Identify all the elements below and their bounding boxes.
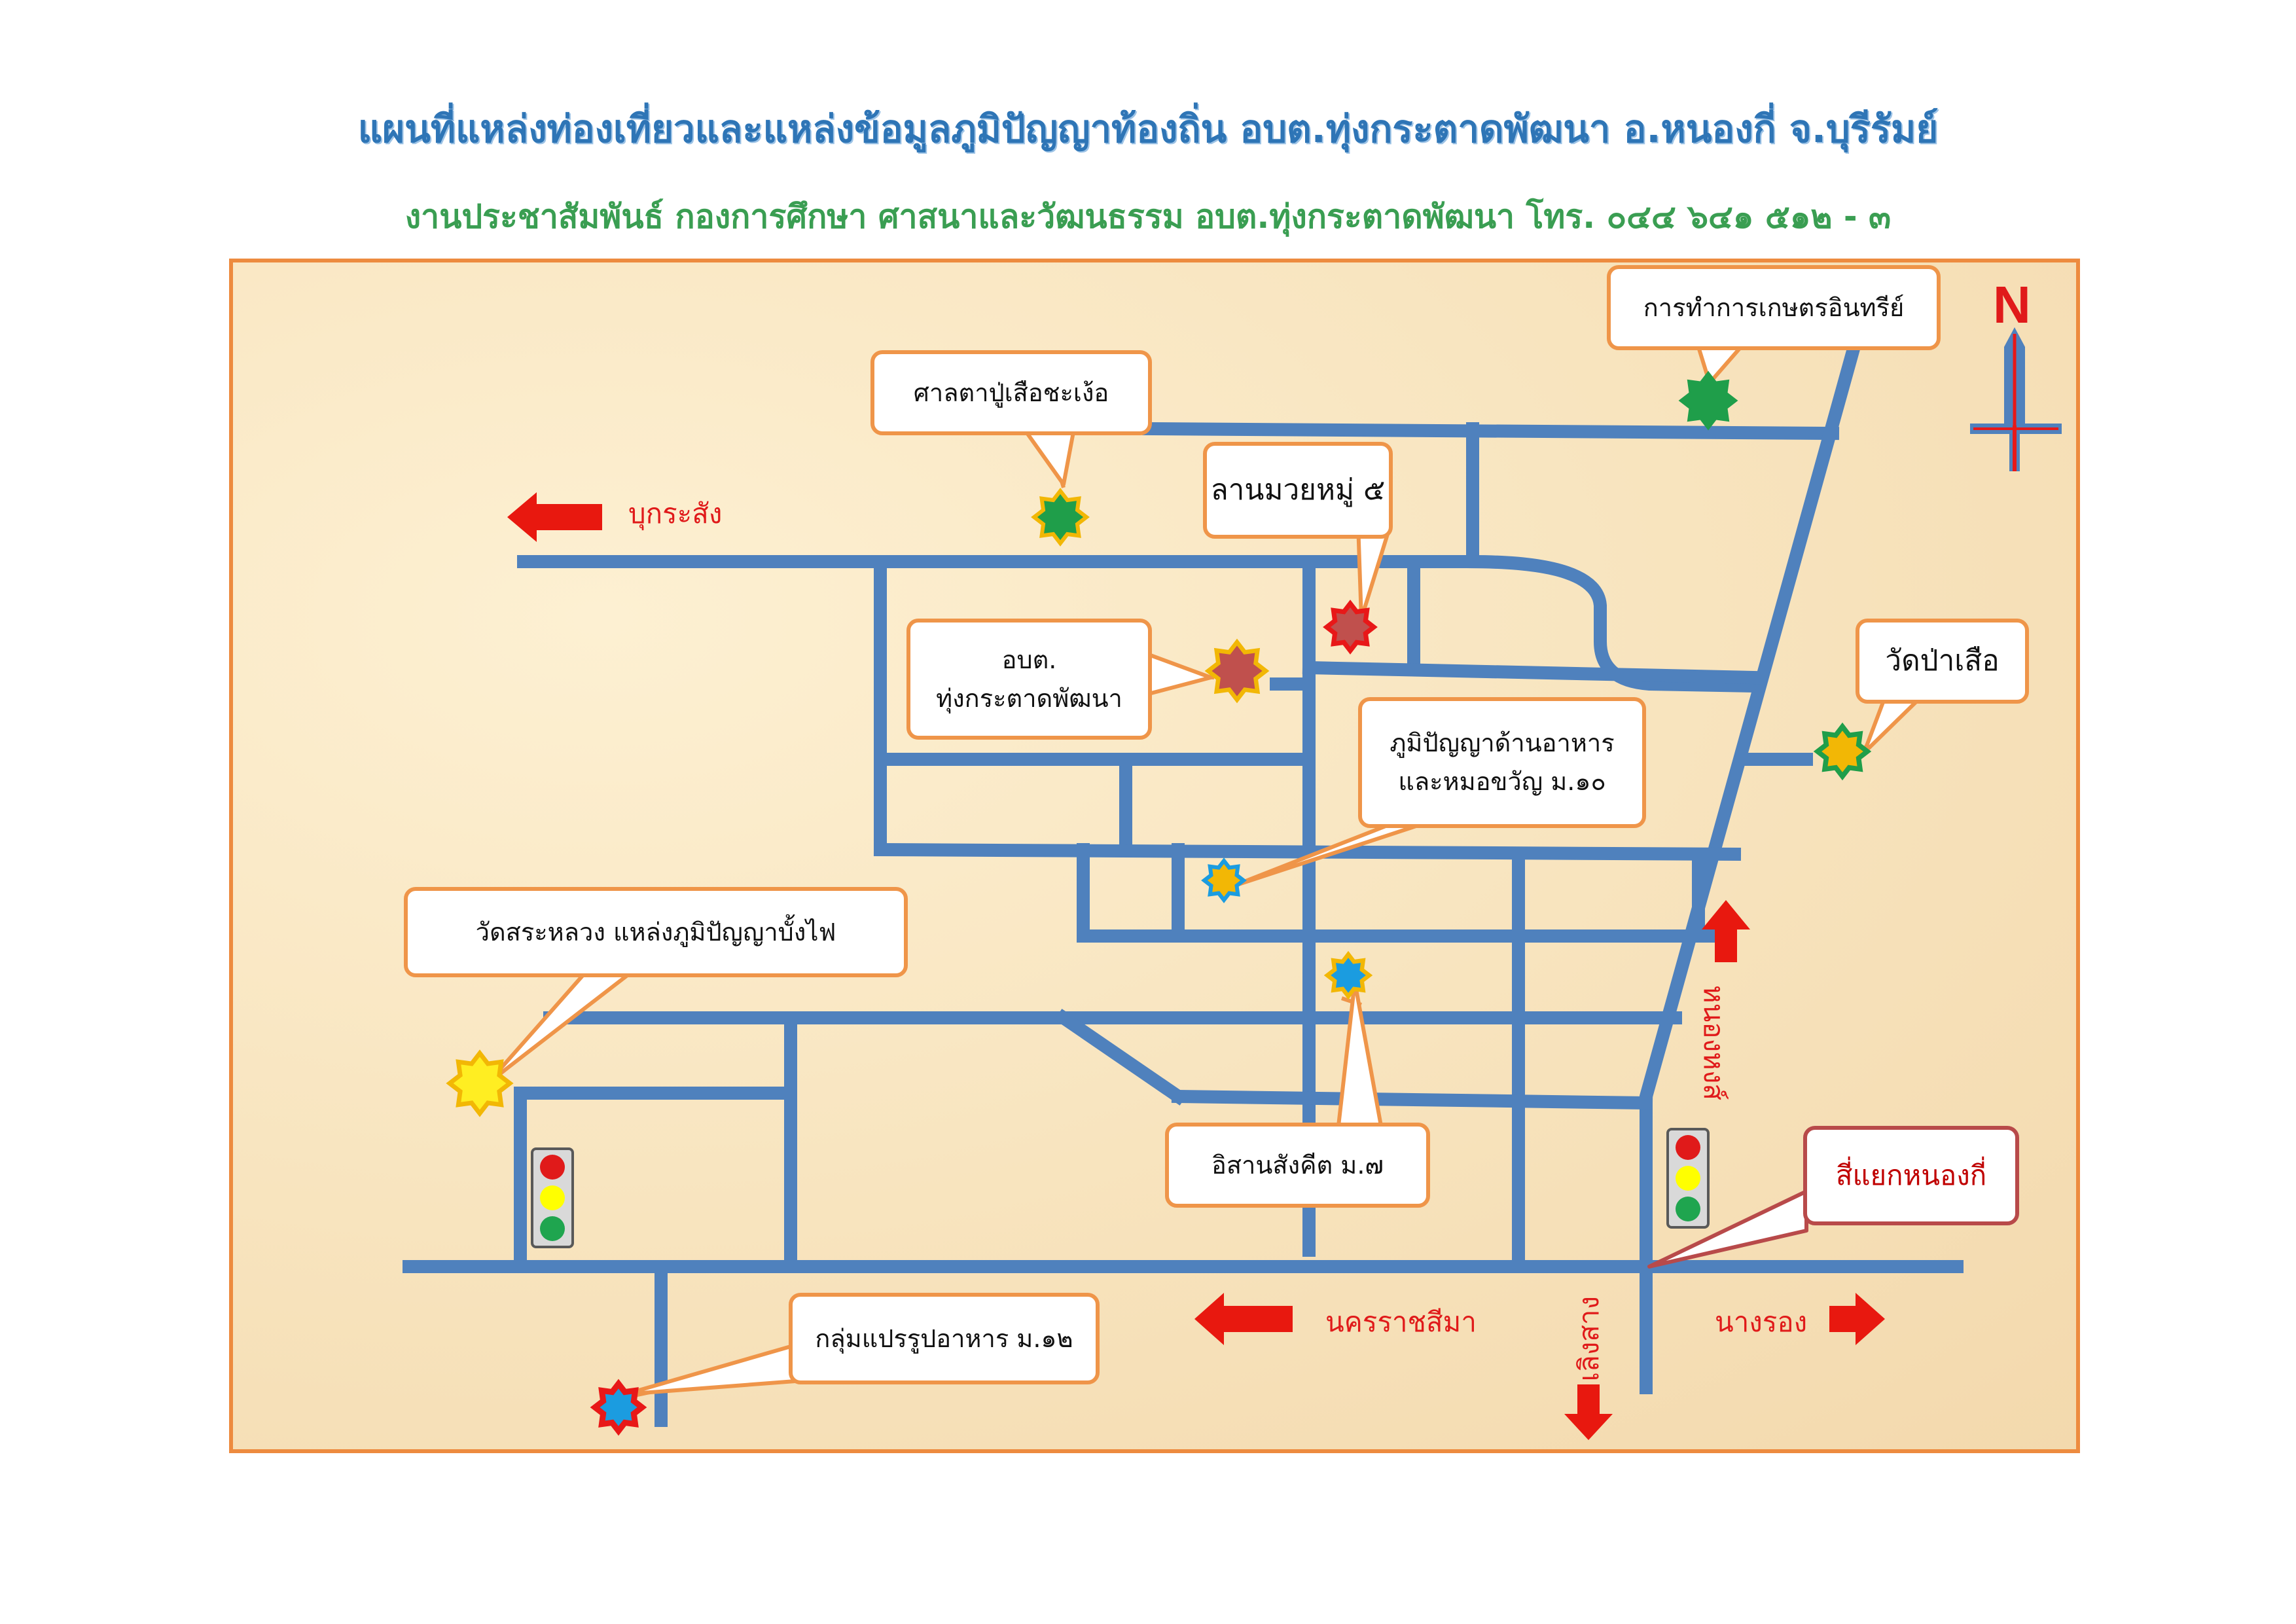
direction-nong-hong: หนองหงส์: [1698, 985, 1730, 1100]
star-marker-icon: [1327, 604, 1374, 651]
road-diag-sw: [1054, 1009, 1187, 1106]
arrow-icon: [1829, 1293, 1885, 1345]
star-marker-icon: [1681, 373, 1736, 428]
arrow-icon: [507, 492, 602, 542]
star-marker-icon: [1034, 491, 1086, 543]
tail-food-processing: [623, 1343, 797, 1396]
callout-intersection: สี่แยกหนองกี่: [1803, 1126, 2019, 1225]
road-h-1020: [1302, 660, 1761, 685]
callout-boxing: ลานมวยหมู่ ๕: [1203, 442, 1393, 539]
compass-icon: [1970, 327, 2062, 471]
tail-wat-pa: [1862, 695, 1923, 755]
traffic-light-icon: [1666, 1128, 1710, 1229]
star-marker-icon: [1327, 954, 1369, 996]
callout-sao: อบต. ทุ่งกระตาดพัฒนา: [906, 619, 1152, 740]
food-wisdom-line-1: ภูมิปัญญาด้านอาหาร: [1390, 729, 1615, 758]
food-wisdom-line-2: และหมอขวัญ ม.๑๐: [1398, 767, 1606, 796]
callout-isan-music: อิสานสังคีต ม.๗: [1165, 1123, 1430, 1208]
callout-food-processing: กลุ่มแปรรูปอาหาร ม.๑๒: [789, 1293, 1100, 1384]
callout-food-wisdom: ภูมิปัญญาด้านอาหาร และหมอขวัญ ม.๑๐: [1358, 697, 1646, 828]
direction-nakhon-ratchasima: นครราชสีมา: [1325, 1306, 1477, 1338]
callout-wat-pa-suea: วัดป่าเสือ: [1856, 619, 2029, 704]
road-north: [1141, 422, 1840, 441]
compass-north-label: N: [1993, 276, 2031, 334]
tail-sao: [1147, 653, 1213, 696]
arrow-icon: [1702, 900, 1750, 962]
arrow-icon: [1564, 1384, 1613, 1440]
arrows: [507, 492, 1885, 1440]
star-marker-icon: [1208, 642, 1266, 700]
tail-wat-sra: [486, 970, 634, 1085]
map-title: แผนที่แหล่งท่องเที่ยวและแหล่งข้อมูลภูมิป…: [357, 107, 1939, 151]
callout-tails: [486, 345, 1923, 1396]
tail-shrine: [1024, 430, 1075, 486]
arrow-icon: [1194, 1293, 1293, 1345]
star-marker-icon: [1204, 861, 1244, 900]
direction-nang-rong: นางรอง: [1715, 1306, 1808, 1338]
callout-shrine: ศาลตาปู่เสือชะเง้อ: [870, 350, 1152, 435]
road-h-1298: [873, 842, 1742, 861]
map-subtitle: งานประชาสัมพันธ์ กองการศึกษา ศาสนาและวัฒ…: [404, 198, 1892, 236]
direction-bu-krasang: บุกระสัง: [628, 497, 723, 530]
callout-wat-sra-luang: วัดสระหลวง แหล่งภูมิปัญญาบั้งไฟ: [404, 887, 908, 977]
star-marker-icon: [1818, 727, 1867, 776]
tail-isan: [1336, 980, 1383, 1128]
sao-line-2: ทุ่งกระตาดพัฒนา: [936, 683, 1122, 713]
sao-line-1: อบต.: [1001, 645, 1057, 674]
road-h-1675: [1171, 1089, 1653, 1110]
callout-organic-farm: การทำการเกษตรอินทรีย์: [1607, 265, 1941, 350]
traffic-light-icon: [531, 1147, 574, 1248]
star-marker-icon: [595, 1384, 642, 1431]
direction-loeng-sang: เลิงสาง: [1573, 1296, 1605, 1382]
roads: [403, 345, 1964, 1427]
star-marker-icon: [450, 1053, 510, 1113]
